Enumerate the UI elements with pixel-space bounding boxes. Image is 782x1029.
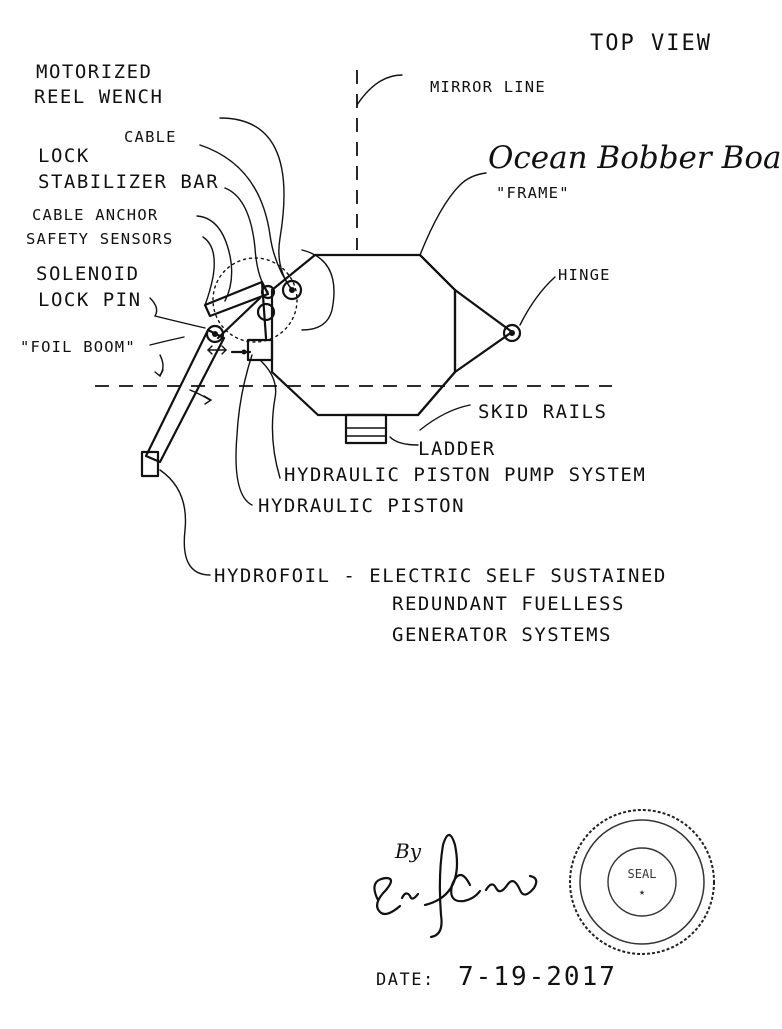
hinge-triangle <box>416 253 514 417</box>
leader-ladder <box>389 436 419 446</box>
label-pump-system: HYDRAULIC PISTON PUMP SYSTEM <box>284 464 646 486</box>
leader-cable <box>199 144 293 291</box>
leader-cable-loop <box>301 249 335 331</box>
label-top-view: TOP VIEW <box>590 31 712 56</box>
leader-piston <box>235 354 253 506</box>
label-stabilizer-bar: STABILIZER BAR <box>38 171 219 193</box>
mount-post <box>260 280 268 340</box>
ladder <box>344 413 388 445</box>
label-foil-boom: "FOIL BOOM" <box>20 338 136 356</box>
leader-skid-rails <box>419 404 471 431</box>
date-label: DATE: <box>376 970 435 990</box>
hinge-pin <box>509 330 515 336</box>
label-reel-wench: REEL WENCH <box>34 86 163 108</box>
leader-mirror-line <box>356 74 403 106</box>
label-motorized: MOTORIZED <box>36 61 152 83</box>
leader-lock <box>224 187 269 293</box>
leader-reel-wench <box>219 117 293 291</box>
leader-pump-system <box>259 359 281 479</box>
cable-anchor-pulley <box>256 302 276 322</box>
label-lock-pin: LOCK PIN <box>38 289 142 311</box>
leader-solenoid <box>149 297 206 329</box>
foil-boom <box>144 328 226 464</box>
piston-dot <box>241 349 247 355</box>
leader-generator <box>159 469 211 576</box>
date-value: 7-19-2017 <box>458 962 617 992</box>
label-skid-rails: SKID RAILS <box>478 401 607 423</box>
arrow-head <box>203 395 213 405</box>
label-hydraulic-piston: HYDRAULIC PISTON <box>258 495 465 517</box>
leader-hinge <box>519 276 556 326</box>
label-generator-line1: HYDROFOIL - ELECTRIC SELF SUSTAINED <box>214 565 667 587</box>
label-generator-line2: REDUNDANT FUELLESS <box>392 593 625 615</box>
label-solenoid: SOLENOID <box>36 263 140 285</box>
svg-text:SEAL: SEAL <box>628 867 657 881</box>
piston-link <box>216 296 262 340</box>
label-frame: "FRAME" <box>496 184 570 202</box>
label-generator-line3: GENERATOR SYSTEMS <box>392 624 612 646</box>
hinge-joint <box>502 323 522 343</box>
label-hinge: HINGE <box>558 266 611 284</box>
label-lock: LOCK <box>38 145 90 167</box>
arrow-head <box>207 345 213 355</box>
arrow-head <box>154 369 164 378</box>
svg-text:★: ★ <box>639 887 645 898</box>
notary-seal: SEAL ★ <box>569 809 715 955</box>
arrow-head <box>221 345 227 355</box>
hydrofoil-generator <box>140 450 160 478</box>
detail-circle <box>212 257 298 343</box>
stabilizer-bar <box>203 280 270 318</box>
label-ladder: LADDER <box>418 438 496 460</box>
signature-by: By <box>394 839 422 863</box>
handwritten-signature <box>373 833 538 939</box>
leader-cable-anchor <box>196 215 233 302</box>
label-cable: CABLE <box>124 128 177 146</box>
diagram-title: Ocean Bobber Boat <box>488 140 782 176</box>
boat-frame <box>270 253 457 417</box>
label-safety-sensors: SAFETY SENSORS <box>26 230 173 248</box>
leader-safety-sensors <box>202 236 215 306</box>
label-cable-anchor: CABLE ANCHOR <box>32 206 158 224</box>
leader-foil-boom <box>149 336 185 346</box>
reel-wench <box>281 279 303 301</box>
label-mirror-line: MIRROR LINE <box>430 78 546 96</box>
leader-frame <box>419 172 487 256</box>
